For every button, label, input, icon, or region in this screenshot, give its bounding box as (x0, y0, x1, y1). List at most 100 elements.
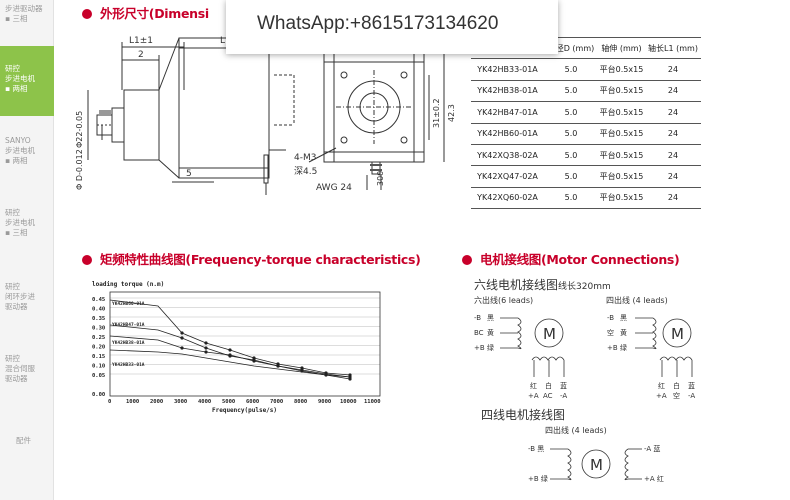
table-row: YK42XQ38-02A 5.0 平台0.5x15 24 (471, 144, 701, 167)
sidebar-item-sub: ▪ 两相 (5, 84, 28, 93)
wire-label: 蓝 (560, 381, 567, 390)
x-tick: 3000 (174, 399, 187, 405)
table-cell: 24 (645, 165, 701, 188)
wire-label: -A 蓝 (644, 444, 660, 453)
sidebar-item-motor-2phase[interactable]: 研控 步进电机 ▪ 两相 (0, 46, 54, 116)
x-tick: 1000 (126, 399, 139, 405)
table-cell: 24 (645, 101, 701, 124)
dim-label-depth: 深4.5 (294, 166, 317, 177)
table-cell: 5.0 (544, 58, 598, 81)
table-cell: 24 (645, 144, 701, 167)
table-cell: 平台0.5x15 (598, 165, 645, 188)
x-tick: 9000 (318, 399, 331, 405)
torque-curve-60 (109, 299, 351, 376)
dim-label-2: 2 (138, 50, 144, 60)
table-cell: 5.0 (544, 123, 598, 145)
four-wire-diagram: M -B 黑 +B 绿 -A 蓝 +A 红 (528, 444, 664, 483)
x-tick: 8000 (294, 399, 307, 405)
wire-label: -B (607, 314, 614, 322)
y-tick: 0.30 (92, 326, 105, 332)
y-tick: 0.25 (92, 335, 105, 341)
table-cell: YK42HB33-01A (471, 58, 544, 81)
sidebar-item-label: 研控 (5, 64, 20, 73)
table-cell: 24 (645, 58, 701, 81)
sidebar-item-label: 研控 (5, 282, 20, 291)
wire-label: +A 红 (644, 474, 664, 483)
dim-label-awg: AWG 24 (316, 183, 352, 193)
wire-label: 绿 (487, 343, 494, 352)
table-cell: 平台0.5x15 (598, 123, 645, 145)
six-wire-subtitle: 六出线(6 leads) (474, 296, 534, 305)
four-wire-subtitle-right: 四出线 (4 leads) (606, 296, 668, 305)
sidebar-item-label: 混合伺服 (5, 364, 35, 373)
wire-label: +B 绿 (528, 474, 548, 483)
wire-label: 红 (658, 381, 665, 390)
sidebar-item-label: 研控 (5, 354, 20, 363)
sidebar-item-closed-loop[interactable]: 研控 闭环步进 驱动器 (0, 262, 54, 332)
torque-x-label: Frequency(pulse/s) (212, 407, 277, 414)
y-tick: 0.05 (92, 373, 105, 379)
series-label: YK42HB38-01A (112, 340, 145, 346)
wire-label: +B (607, 344, 618, 352)
sidebar-item-label: SANYO (5, 136, 31, 145)
wire-label: 黑 (620, 314, 627, 322)
wire-label: 黄 (620, 328, 627, 337)
wire-label: AC (543, 392, 553, 400)
sidebar-item-label: 步进电机 (5, 74, 35, 83)
y-tick: 0.20 (92, 345, 105, 351)
y-tick: 0.00 (92, 392, 105, 398)
table-row: YK42XQ60-02A 5.0 平台0.5x15 24 (471, 187, 701, 210)
table-cell: YK42HB47-01A (471, 101, 544, 124)
x-tick: 2000 (150, 399, 163, 405)
dim-label-m3: 4-M3 (294, 153, 316, 163)
dimensions-heading: 外形尺寸(Dimensi (82, 3, 209, 22)
torque-curve-33 (109, 349, 351, 378)
bullet-dot (462, 255, 472, 265)
sidebar-item-label: 步进电机 (5, 146, 35, 155)
four-wire-title: 四线电机接线图 (481, 408, 566, 422)
table-header-cell: 轴伸 (mm) (598, 36, 645, 60)
wire-label: 空 (607, 328, 614, 337)
torque-curve-38 (109, 335, 351, 380)
sidebar-item-accessories[interactable]: 配件 (0, 406, 54, 478)
category-sidebar: 步进驱动器 ▪ 三相 研控 步进电机 ▪ 两相 SANYO 步进电机 ▪ 两相 … (0, 0, 54, 500)
y-tick: 0.10 (92, 364, 105, 370)
bullet-dot (82, 9, 92, 19)
dim-label-l: L (220, 36, 225, 46)
table-cell: YK42XQ38-02A (471, 144, 544, 167)
table-row: YK42HB60-01A 5.0 平台0.5x15 24 (471, 123, 701, 145)
motor-symbol: M (543, 325, 556, 343)
motor-symbol: M (590, 456, 603, 474)
sidebar-item-sub: ▪ 三相 (5, 228, 28, 237)
y-tick: 0.15 (92, 354, 105, 360)
sidebar-item-sub: ▪ 两相 (5, 156, 28, 165)
x-tick: 5000 (222, 399, 235, 405)
y-tick: 0.45 (92, 297, 105, 303)
table-cell: 平台0.5x15 (598, 101, 645, 124)
table-cell: 24 (645, 187, 701, 210)
sidebar-item-hybrid-servo[interactable]: 研控 混合伺服 驱动器 (0, 334, 54, 404)
wire-label: -A (688, 392, 695, 400)
sidebar-item-sub: ▪ 三相 (5, 14, 28, 23)
wire-label: +A (528, 392, 539, 400)
table-cell: 5.0 (544, 80, 598, 103)
wire-label: BC (474, 329, 484, 337)
dim-label-phid-zero: 0 (74, 139, 76, 144)
table-cell: 24 (645, 123, 701, 145)
x-tick: 4000 (198, 399, 211, 405)
series-label: YK42HB60-01A (112, 301, 145, 307)
wire-label: +A (656, 392, 667, 400)
sidebar-item-sanyo-motor[interactable]: SANYO 步进电机 ▪ 两相 (0, 118, 54, 188)
sidebar-item-driver-3phase[interactable]: 步进驱动器 ▪ 三相 (0, 0, 54, 44)
y-tick: 0.40 (92, 307, 105, 313)
table-cell: 平台0.5x15 (598, 58, 645, 81)
table-row: YK42HB38-01A 5.0 平台0.5x15 24 (471, 80, 701, 103)
whatsapp-overlay: WhatsApp:+8615173134620 (226, 0, 558, 54)
wire-label: -A (560, 392, 567, 400)
sidebar-item-motor-3phase[interactable]: 研控 步进电机 ▪ 三相 (0, 190, 54, 260)
torque-heading: 矩频特性曲线图(Frequency-torque characteristics… (82, 249, 421, 268)
x-tick: 6000 (246, 399, 259, 405)
x-tick: 10000 (340, 399, 357, 405)
connections-heading: 电机接线图(Motor Connections) (462, 249, 680, 268)
